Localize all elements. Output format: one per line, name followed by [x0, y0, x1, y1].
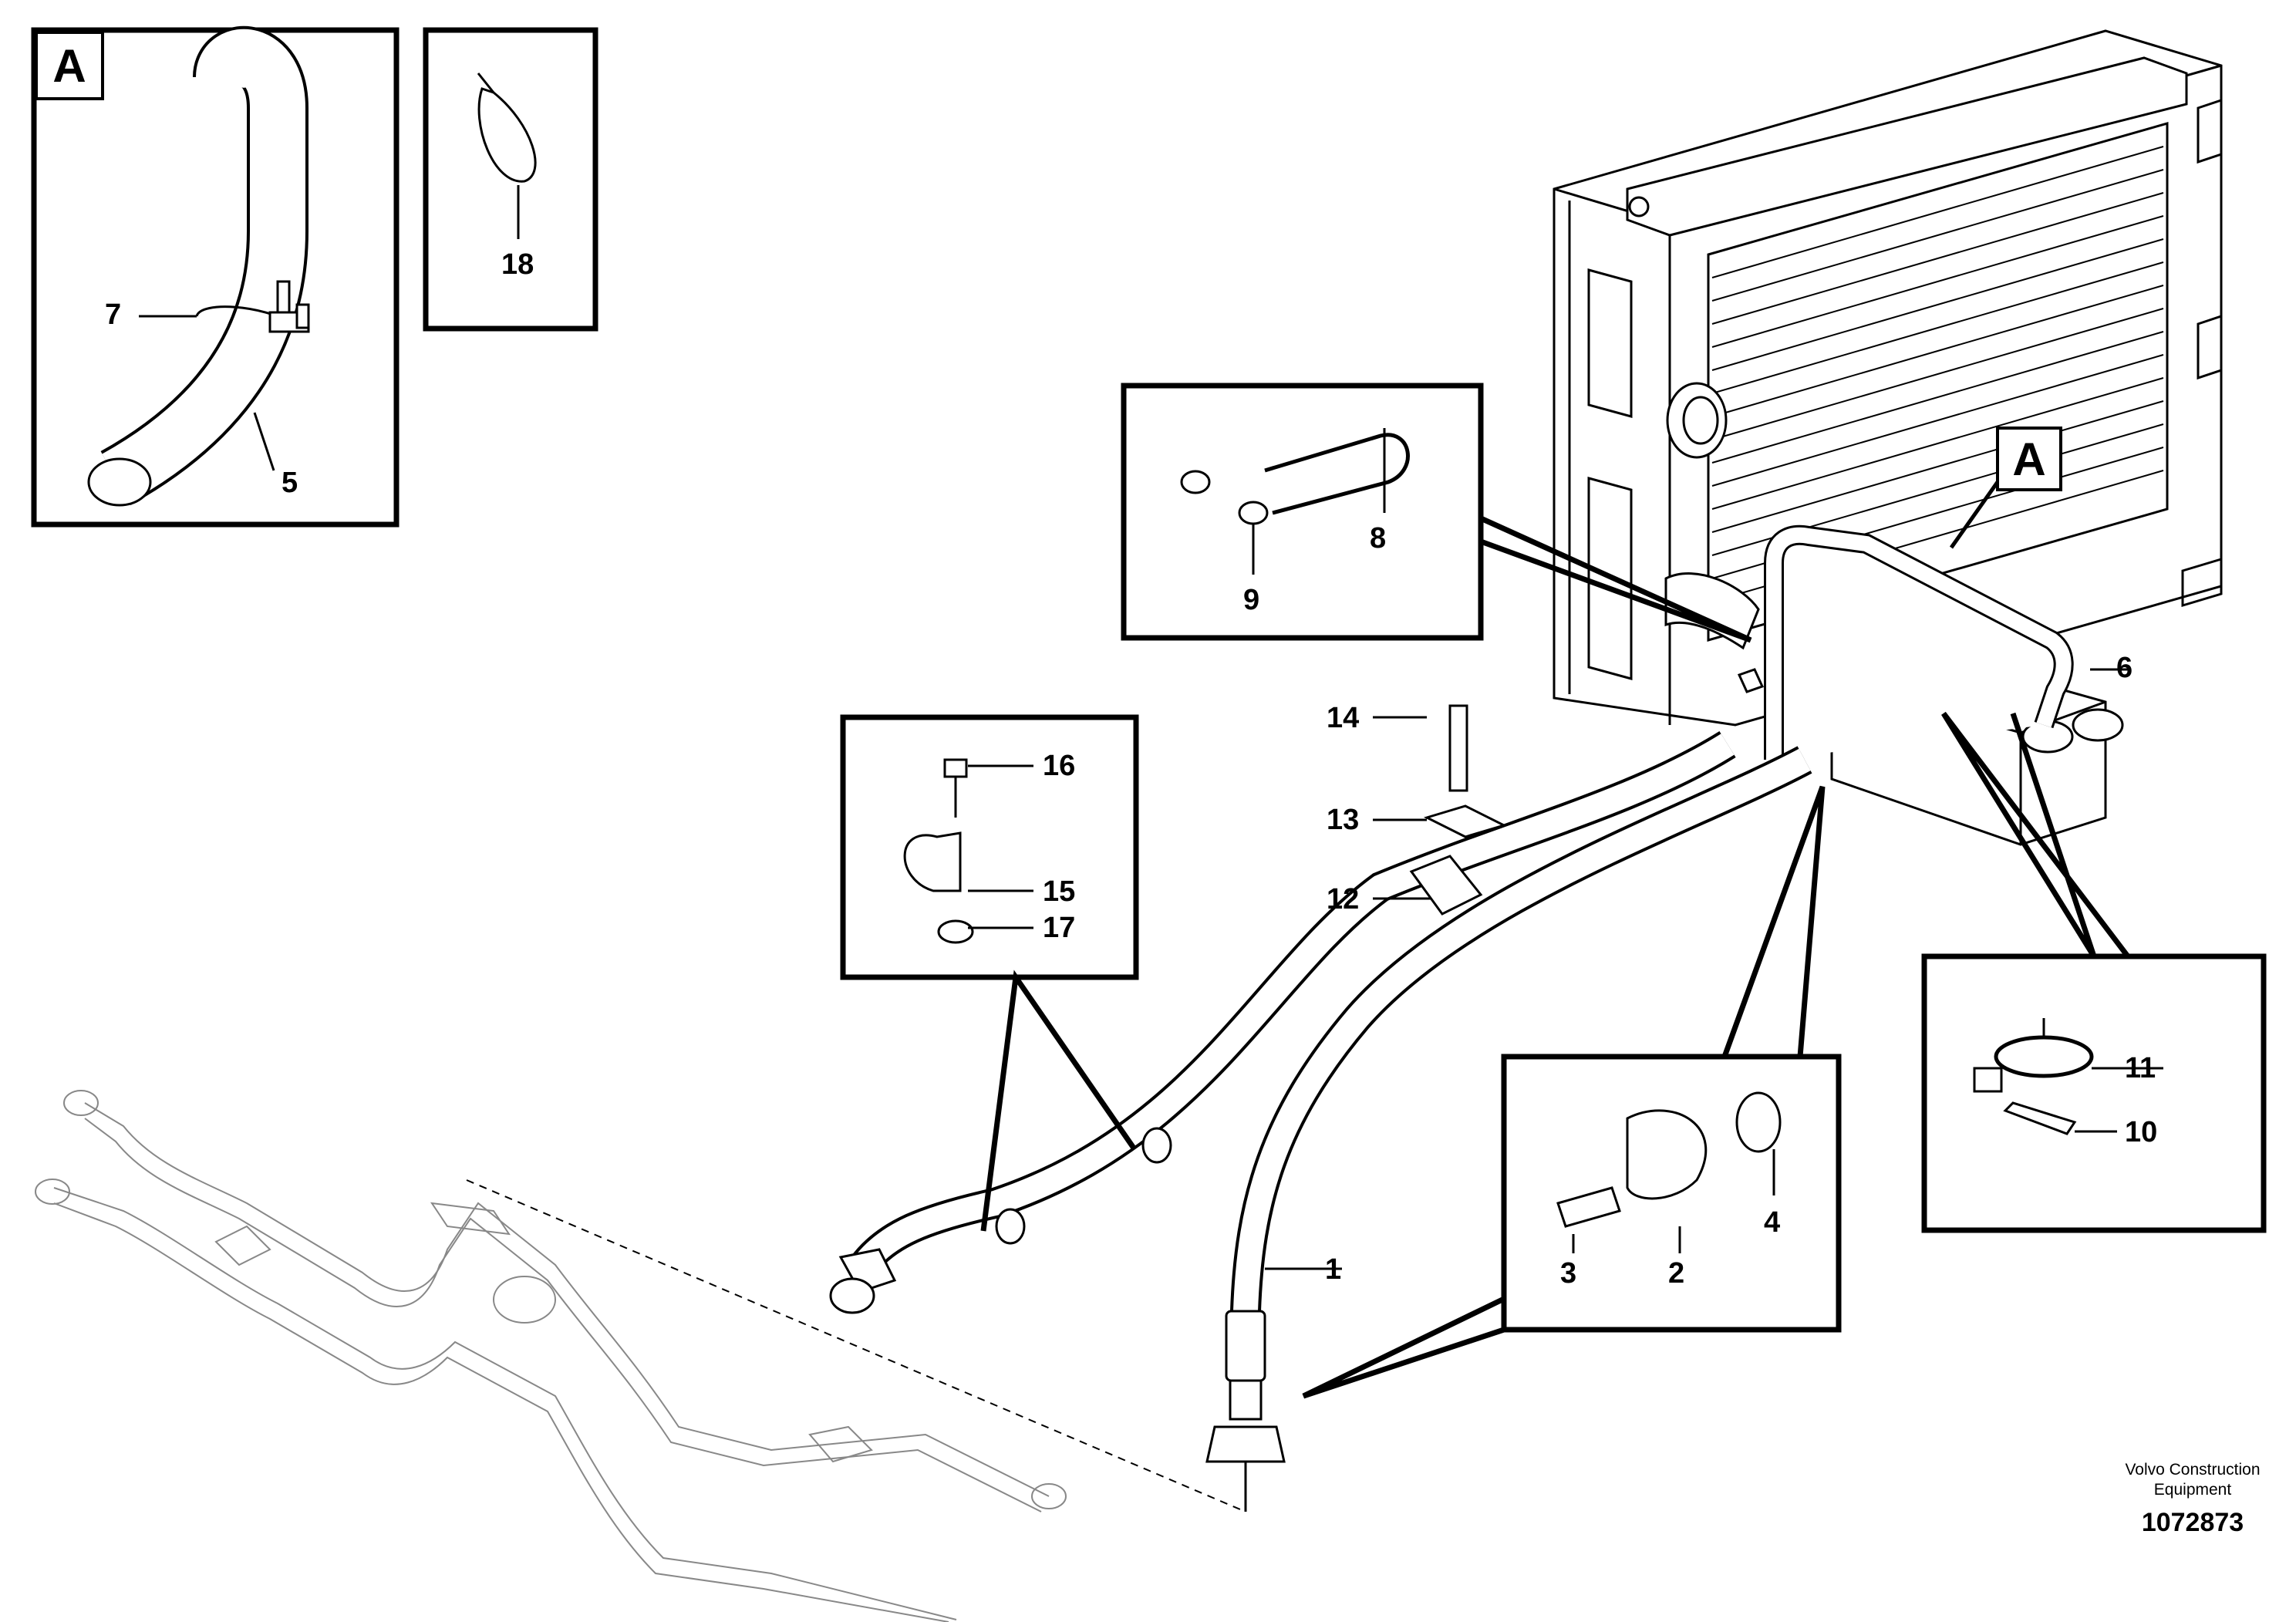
svg-text:A: A: [2012, 433, 2045, 485]
leader-box-8-9: [1479, 515, 1752, 643]
main-hose-1: [1205, 746, 1812, 1512]
clamp-block-12: [1409, 855, 1483, 916]
callout-14: 14: [1327, 702, 1359, 734]
leader-box-2-3-4-bottom: [1302, 1296, 1505, 1399]
ghost-tube-assembly: [35, 1090, 1067, 1622]
bolt-14: [1448, 704, 1468, 792]
callout-4: 4: [1764, 1206, 1780, 1239]
plate-13: [1423, 804, 1508, 838]
dashed-guide-line: [466, 1179, 1246, 1512]
detail-box-15-17: [840, 714, 1139, 980]
detail-box-8-9: [1121, 383, 1484, 641]
callout-15: 15: [1043, 875, 1075, 908]
leader-box-10-11: [1941, 711, 2130, 959]
callout-12: 12: [1327, 883, 1359, 916]
detail-box-a: A: [31, 25, 400, 528]
p-clamp-left: [1141, 1127, 1172, 1164]
callout-9: 9: [1243, 584, 1259, 616]
radiator-assembly: [1553, 29, 2223, 846]
leader-lines: [139, 231, 2163, 1270]
leader-box-15-17: [980, 969, 1137, 1232]
detail-box-2-3-4: [1501, 1054, 1842, 1333]
callout-17: 17: [1043, 912, 1075, 944]
callout-18: 18: [501, 248, 534, 281]
callout-10: 10: [2125, 1116, 2157, 1148]
callout-7: 7: [105, 298, 121, 331]
brand-line-2: Equipment: [2154, 1481, 2232, 1499]
callout-2: 2: [1668, 1257, 1684, 1290]
svg-text:A: A: [52, 40, 86, 92]
callout-5: 5: [282, 467, 298, 499]
p-clamp-left-2: [995, 1208, 1026, 1245]
detail-box-18: [423, 27, 598, 332]
callout-1: 1: [1325, 1253, 1341, 1286]
brand-line-1: Volvo Construction: [2125, 1461, 2260, 1479]
callout-13: 13: [1327, 804, 1359, 836]
leader-box-2-3-4: [1721, 785, 1826, 1058]
detail-box-10-11: [1921, 953, 2267, 1233]
drawing-number: 1072873: [2142, 1508, 2244, 1537]
brand-block: Volvo Construction Equipment 1072873: [2125, 1461, 2260, 1537]
reference-label-a: A: [1949, 427, 2062, 549]
callout-numbers: 1 2 3 4 5 6 7 8 9 10 11 12 13 14 15 16 1…: [105, 248, 2157, 1290]
callout-3: 3: [1560, 1257, 1576, 1290]
callout-16: 16: [1043, 750, 1075, 782]
callout-8: 8: [1370, 522, 1386, 555]
callout-11: 11: [2125, 1052, 2156, 1084]
callout-6: 6: [2116, 652, 2132, 684]
main-hose-long: [829, 731, 1736, 1314]
